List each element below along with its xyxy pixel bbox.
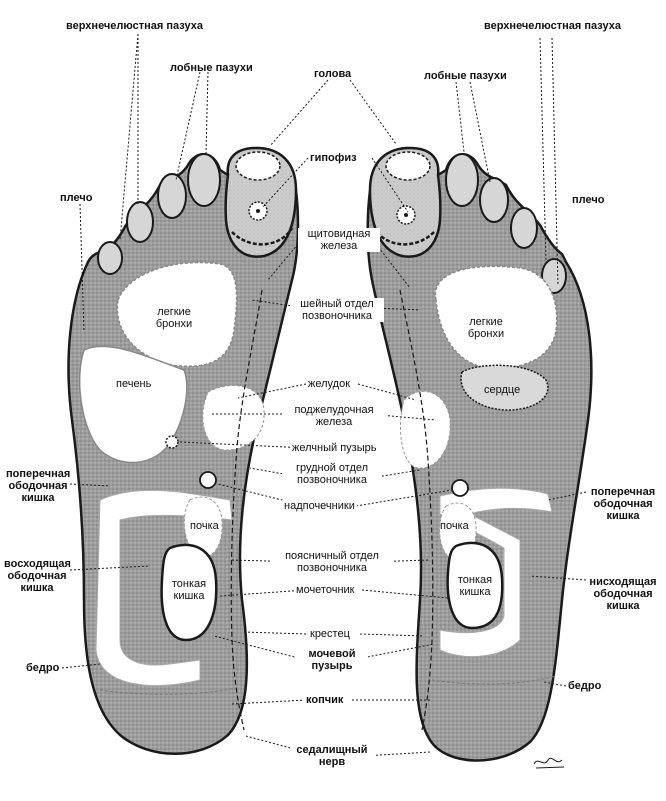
label-lungs-right: легкие бронхи xyxy=(456,316,516,340)
label-sacrum: крестец xyxy=(308,628,352,640)
label-small-int-left-line2: кишка xyxy=(164,590,214,602)
left-adrenal-marker xyxy=(200,472,216,488)
label-small-int-left-line1: тонкая xyxy=(164,578,214,590)
label-ascending-colon: восходящая ободочная кишка xyxy=(4,558,70,594)
label-gallbladder: желчный пузырь xyxy=(290,442,378,454)
label-thoracic-line2: позвоночника xyxy=(284,474,380,486)
label-transverse-right-line1: поперечная xyxy=(588,486,658,498)
label-lungs-left-line1: легкие xyxy=(144,306,204,318)
label-bladder-line2: пузырь xyxy=(298,660,366,672)
label-cervical-line1: шейный отдел xyxy=(292,298,382,310)
label-liver: печень xyxy=(116,378,151,390)
label-descending-line2: ободочная xyxy=(588,588,658,600)
left-big-toe-head-zone xyxy=(236,152,280,180)
label-pituitary: гипофиз xyxy=(310,152,357,164)
right-toe-3 xyxy=(480,178,508,222)
label-transverse-left: поперечная ободочная кишка xyxy=(6,468,70,504)
left-stomach-zone xyxy=(203,386,264,450)
label-coccyx: копчик xyxy=(304,694,345,706)
label-small-int-right-line2: кишка xyxy=(450,586,500,598)
label-maxillary-right: верхнечелюстная пазуха xyxy=(484,20,621,32)
left-toe-3 xyxy=(158,174,186,218)
label-ureter: мочеточник xyxy=(294,584,356,596)
label-heart: сердце xyxy=(484,384,520,396)
label-transverse-left-line3: кишка xyxy=(6,492,70,504)
label-lungs-right-line2: бронхи xyxy=(456,328,516,340)
left-toe-2 xyxy=(188,154,220,206)
label-adrenals: надпочечники xyxy=(282,500,357,512)
label-thyroid-line2: железа xyxy=(300,240,378,252)
label-lumbar-line2: позвоночника xyxy=(274,562,390,574)
label-kidney-left: почка xyxy=(190,520,219,532)
label-shoulder-right: плечо xyxy=(572,194,604,206)
label-ascending-line2: ободочная xyxy=(4,570,70,582)
label-pancreas-line1: поджелудочная xyxy=(284,404,384,416)
label-frontal-right: лобные пазухи xyxy=(424,70,507,82)
label-transverse-right: поперечная ободочная кишка xyxy=(588,486,658,522)
right-big-toe-head-zone xyxy=(386,152,430,180)
right-toe-4 xyxy=(511,208,537,248)
label-small-intestine-left: тонкая кишка xyxy=(164,578,214,602)
right-toe-2 xyxy=(446,154,478,206)
label-stomach: желудок xyxy=(306,378,352,390)
right-foot xyxy=(368,148,592,761)
label-bladder-line1: мочевой xyxy=(298,648,366,660)
label-maxillary-left: верхнечелюстная пазуха xyxy=(66,20,203,32)
left-foot xyxy=(69,148,298,754)
label-ascending-line3: кишка xyxy=(4,582,70,594)
label-bladder: мочевой пузырь xyxy=(296,648,368,672)
left-pituitary-dot xyxy=(256,209,260,213)
label-small-intestine-right: тонкая кишка xyxy=(450,574,500,598)
label-pancreas-line2: железа xyxy=(284,416,384,428)
label-lungs-left-line2: бронхи xyxy=(144,318,204,330)
label-sciatic-line1: седалищный xyxy=(292,744,372,756)
left-toe-5 xyxy=(98,242,122,274)
right-adrenal-marker xyxy=(452,480,468,496)
label-ascending-line1: восходящая xyxy=(4,558,70,570)
label-thyroid: щитовидная железа xyxy=(298,228,380,252)
label-frontal-left: лобные пазухи xyxy=(170,62,253,74)
label-hip-right: бедро xyxy=(568,680,601,692)
label-thyroid-line1: щитовидная xyxy=(300,228,378,240)
label-lumbar: поясничный отдел позвоночника xyxy=(272,550,392,574)
label-lungs-right-line1: легкие xyxy=(456,316,516,328)
left-gallbladder-marker xyxy=(166,436,178,448)
label-transverse-left-line1: поперечная xyxy=(6,468,70,480)
label-thoracic-line1: грудной отдел xyxy=(284,462,380,474)
label-head: голова xyxy=(314,68,351,80)
label-shoulder-left: плечо xyxy=(60,192,92,204)
label-thoracic: грудной отдел позвоночника xyxy=(282,462,382,486)
label-transverse-right-line3: кишка xyxy=(588,510,658,522)
label-hip-left: бедро xyxy=(26,662,59,674)
label-descending-line1: нисходящая xyxy=(588,576,658,588)
artist-signature xyxy=(530,752,570,772)
label-kidney-right: почка xyxy=(440,520,469,532)
label-sciatic-nerve: седалищный нерв xyxy=(290,744,374,768)
label-lungs-left: легкие бронхи xyxy=(144,306,204,330)
left-toe-4 xyxy=(127,202,153,242)
label-pancreas: поджелудочная железа xyxy=(282,404,386,428)
label-transverse-left-line2: ободочная xyxy=(6,480,70,492)
label-descending-line3: кишка xyxy=(588,600,658,612)
label-small-int-right-line1: тонкая xyxy=(450,574,500,586)
label-cervical: шейный отдел позвоночника xyxy=(290,298,384,322)
label-lumbar-line1: поясничный отдел xyxy=(274,550,390,562)
right-pituitary-dot xyxy=(404,213,408,217)
label-cervical-line2: позвоночника xyxy=(292,310,382,322)
label-descending-colon: нисходящая ободочная кишка xyxy=(588,576,658,612)
label-transverse-right-line2: ободочная xyxy=(588,498,658,510)
label-sciatic-line2: нерв xyxy=(292,756,372,768)
